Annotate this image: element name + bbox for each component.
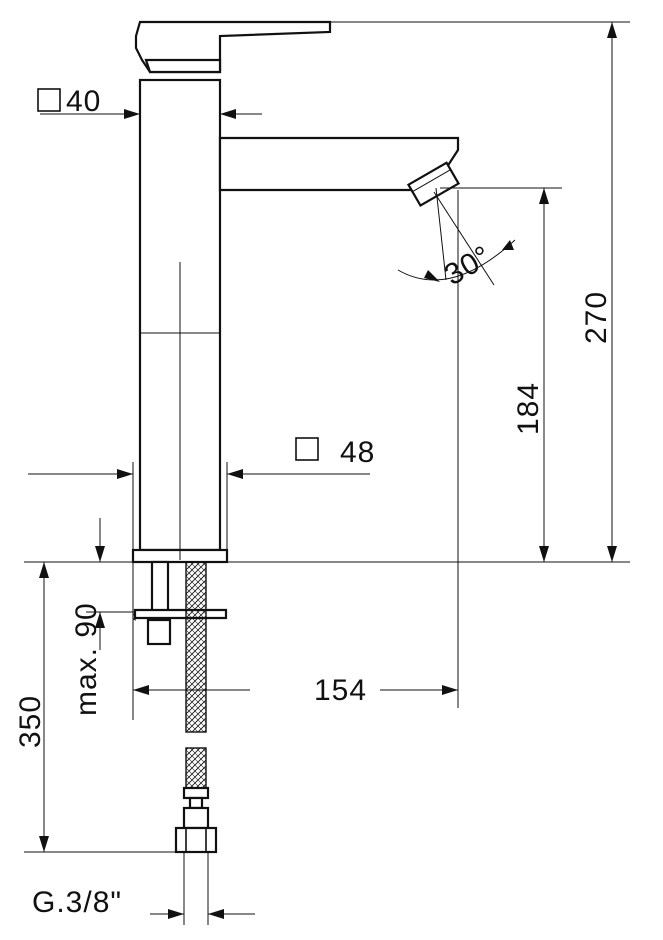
aerator — [406, 161, 461, 208]
square-symbol-base — [295, 437, 319, 461]
dim-height-270: 270 — [580, 291, 613, 344]
faucet-body — [131, 20, 461, 564]
dim-reach-154: 154 — [314, 674, 367, 707]
dim-square-40: 40 — [66, 85, 101, 118]
hex-nut — [174, 826, 218, 854]
flexible-hose — [185, 561, 207, 733]
dim-height-184: 184 — [512, 382, 545, 435]
dim-hose-350: 350 — [14, 695, 47, 748]
fixing-plate — [133, 608, 228, 620]
dim-max-90: max. 90 — [70, 602, 103, 716]
mounting-hardware — [132, 560, 228, 854]
handle-cap — [144, 58, 222, 74]
dim-square-48: 48 — [340, 436, 375, 469]
dim-angle-30: 30° — [439, 239, 497, 292]
square-symbol-top — [37, 88, 61, 112]
dimension-lines — [24, 21, 630, 925]
dim-thread-g38: G.3/8" — [32, 886, 122, 919]
